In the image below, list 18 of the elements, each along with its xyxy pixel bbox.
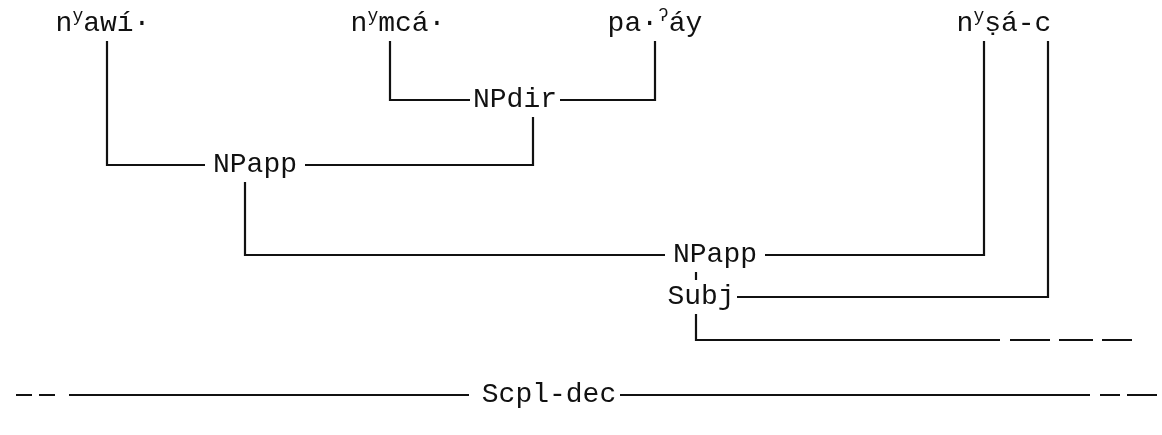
tree-line xyxy=(765,41,986,257)
node-label: n$^{y}$ṣá-c xyxy=(956,10,1052,38)
tree-line xyxy=(560,41,657,102)
node-label: n$^{y}$mcá· xyxy=(350,10,446,38)
node-label: NPapp xyxy=(673,241,757,269)
node-label: NPapp xyxy=(213,151,297,179)
node-label: pa·$^{ʔ}$áy xyxy=(607,10,703,38)
tree-line xyxy=(694,272,698,280)
tree-line xyxy=(105,41,205,167)
node-label: Scpl-dec xyxy=(481,381,617,409)
tree-line xyxy=(388,41,470,102)
tree-line xyxy=(243,182,665,257)
node-label: NPdir xyxy=(473,86,557,114)
tree-line xyxy=(305,117,535,167)
tree-line xyxy=(737,41,1050,299)
node-label: Subj xyxy=(667,283,735,311)
tree-line xyxy=(620,393,1160,397)
node-label: n$^{y}$awí· xyxy=(55,10,151,38)
